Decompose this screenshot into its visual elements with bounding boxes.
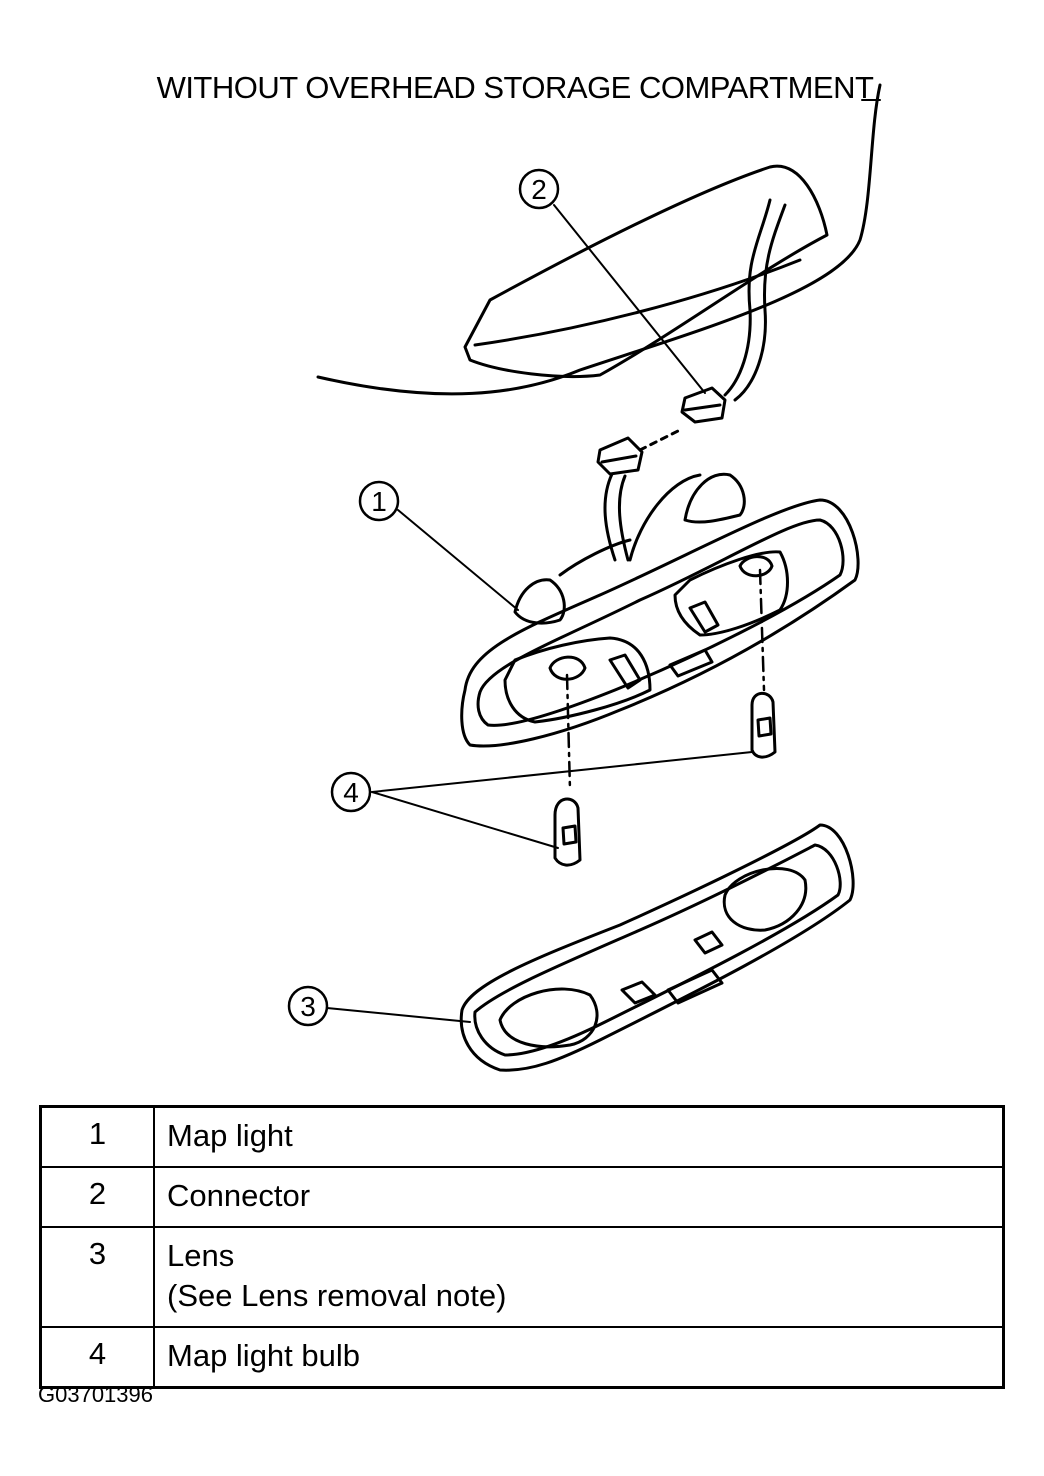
callout-3: 3 bbox=[287, 985, 329, 1027]
headliner-outline bbox=[316, 83, 882, 396]
legend-number: 4 bbox=[39, 1326, 155, 1389]
legend-row: 4 Map light bulb bbox=[39, 1326, 1005, 1389]
legend-row: 2 Connector bbox=[39, 1166, 1005, 1228]
figure-code: G03701396 bbox=[38, 1382, 153, 1407]
parts-legend-table: 1 Map light 2 Connector 3 Lens (See Lens … bbox=[39, 1105, 1005, 1389]
exploded-view-diagram: 2 1 4 3 bbox=[287, 83, 882, 1072]
legend-description: Lens (See Lens removal note) bbox=[153, 1226, 1005, 1328]
callout-1-label: 1 bbox=[371, 486, 387, 517]
connector-shape bbox=[596, 386, 727, 562]
bulb-axis-lines bbox=[565, 568, 766, 792]
legend-line: Map light bbox=[167, 1118, 293, 1153]
legend-number: 3 bbox=[39, 1226, 155, 1328]
map-light-bulb-left bbox=[553, 797, 582, 867]
legend-row: 3 Lens (See Lens removal note) bbox=[39, 1226, 1005, 1328]
diagram-title: WITHOUT OVERHEAD STORAGE COMPARTMENT bbox=[156, 70, 874, 105]
callout-1: 1 bbox=[358, 480, 400, 522]
callout-4: 4 bbox=[330, 771, 372, 813]
legend-line: Connector bbox=[167, 1178, 311, 1213]
legend-description: Map light bulb bbox=[153, 1326, 1005, 1389]
legend-row: 1 Map light bbox=[39, 1105, 1005, 1168]
map-light-bulb-right bbox=[750, 691, 777, 759]
legend-line: Map light bulb bbox=[167, 1338, 361, 1373]
callout-3-label: 3 bbox=[300, 991, 316, 1022]
legend-description: Map light bbox=[153, 1105, 1005, 1168]
leader-lines bbox=[326, 99, 881, 1023]
map-light-housing bbox=[460, 472, 860, 748]
legend-line: (See Lens removal note) bbox=[167, 1278, 507, 1313]
lens bbox=[459, 823, 855, 1072]
wiring-harness bbox=[723, 198, 787, 402]
callout-2: 2 bbox=[518, 168, 560, 210]
legend-line: Lens bbox=[167, 1238, 235, 1273]
legend-description: Connector bbox=[153, 1166, 1005, 1228]
legend-number: 1 bbox=[39, 1105, 155, 1168]
callout-2-label: 2 bbox=[531, 174, 547, 205]
legend-number: 2 bbox=[39, 1166, 155, 1228]
callout-4-label: 4 bbox=[343, 777, 359, 808]
